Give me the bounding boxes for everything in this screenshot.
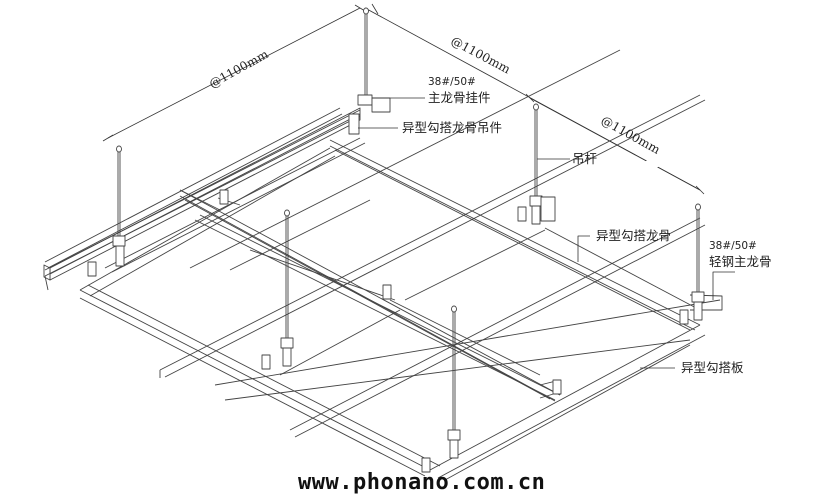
light-steel-main-keels: [45, 108, 722, 400]
callout-rod: 吊杆: [572, 151, 598, 166]
callout-special-keel: 异型勾搭龙骨: [596, 228, 672, 243]
hook-clips: [87, 189, 689, 473]
callout-light-steel-main-keel: 轻钢主龙骨: [709, 254, 772, 269]
callout-special-keel-hanger: 异型勾搭龙骨吊件: [402, 120, 503, 135]
special-keel-grid: [45, 50, 705, 480]
dimension-lines: [103, 4, 704, 194]
callout-main-hanger-spec: 38#/50#: [428, 76, 476, 88]
main-keels: [44, 108, 730, 397]
callout-main-hanger: 主龙骨挂件: [428, 90, 491, 105]
watermark-url: www.phonano.com.cn: [298, 470, 546, 495]
leader-lines: [358, 98, 735, 368]
hanger-rods: [112, 7, 705, 459]
callout-special-panel: 异型勾搭板: [681, 360, 744, 375]
callout-light-steel-main-keel-spec: 38#/50#: [709, 240, 757, 252]
